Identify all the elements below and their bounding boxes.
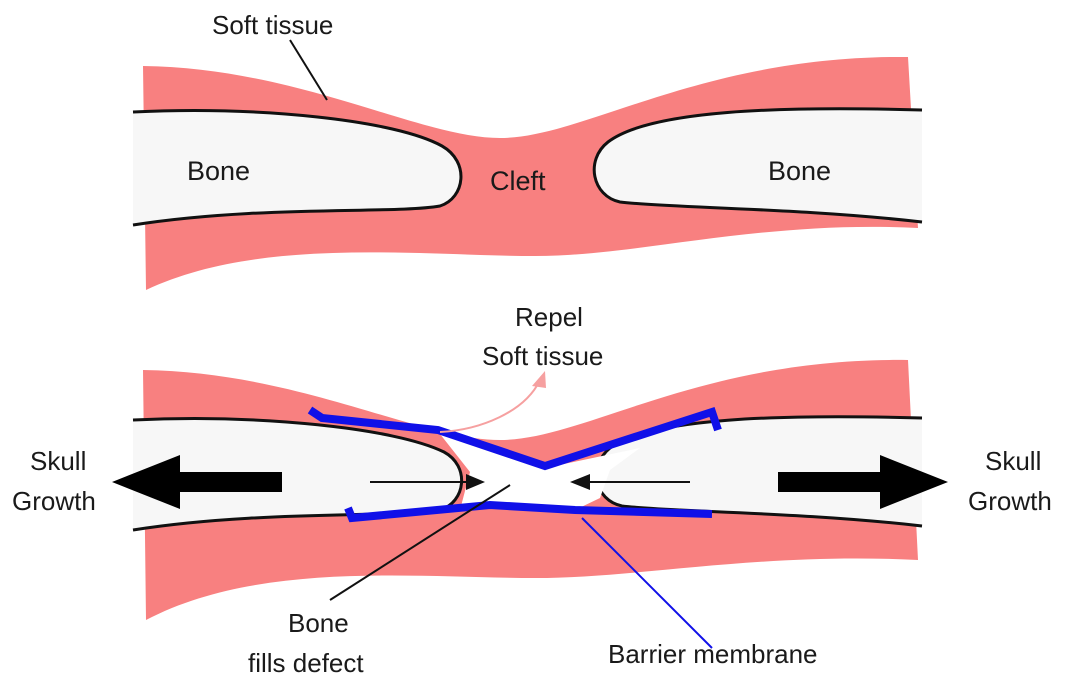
repel-label-line1: Repel (515, 302, 583, 332)
bone-right-top (594, 109, 922, 222)
bone-right-label: Bone (768, 156, 831, 186)
soft-tissue-label: Soft tissue (212, 10, 333, 40)
repel-label-line2: Soft tissue (482, 341, 603, 371)
skull-growth-left-line2: Growth (12, 486, 96, 516)
skull-growth-right-line1: Skull (985, 446, 1041, 476)
bone-fills-label-line1: Bone (288, 608, 349, 638)
cleft-label: Cleft (490, 166, 546, 196)
barrier-membrane-label: Barrier membrane (608, 639, 818, 669)
skull-growth-left-line1: Skull (30, 446, 86, 476)
bottom-panel: Repel Soft tissue Skull Growth Skull Gro… (12, 302, 1052, 678)
repel-arrowhead (532, 371, 546, 388)
repel-arrow (440, 380, 540, 432)
top-panel: Soft tissue Bone Cleft Bone (133, 10, 922, 290)
bone-left-label: Bone (187, 156, 250, 186)
skull-growth-right-line2: Growth (968, 486, 1052, 516)
bone-fills-label-line2: fills defect (248, 648, 364, 678)
